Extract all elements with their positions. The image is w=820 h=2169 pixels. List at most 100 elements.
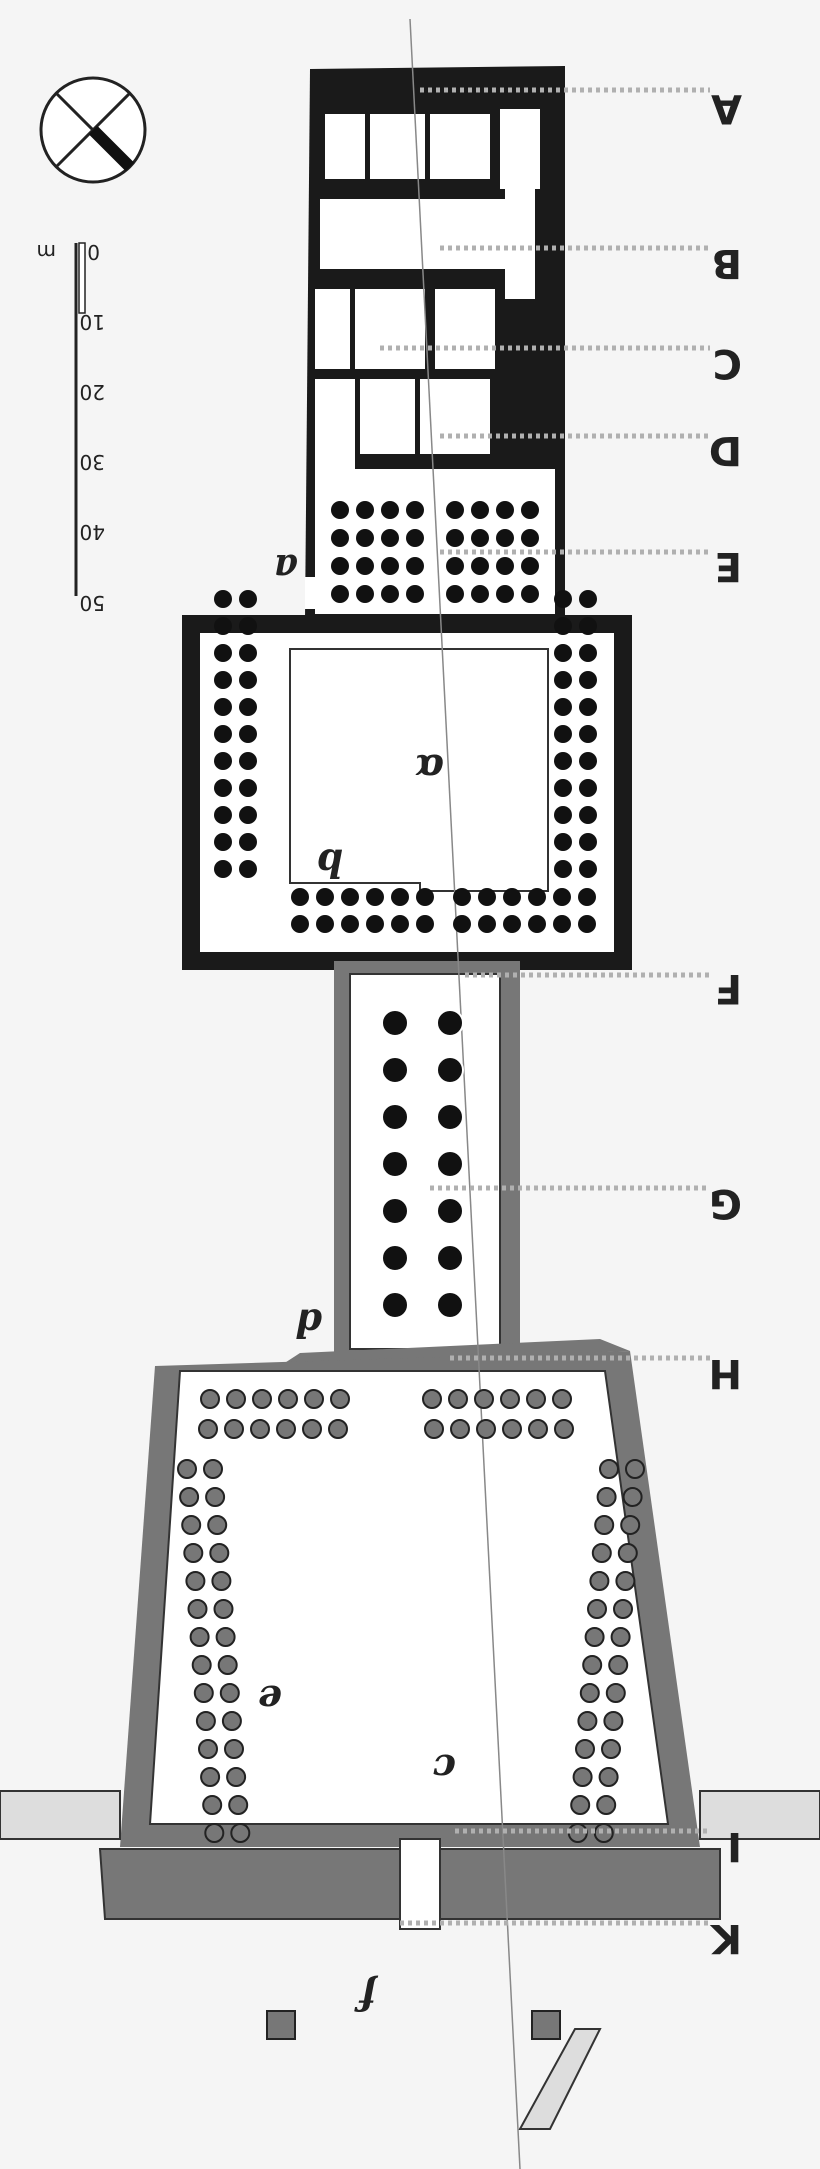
column-alpha <box>366 888 384 906</box>
column-e-court <box>215 1627 236 1647</box>
column-e <box>496 501 514 519</box>
column-alpha <box>579 698 597 716</box>
column-g <box>381 1009 409 1037</box>
column-e <box>521 501 539 519</box>
column-alpha <box>554 644 572 662</box>
column-e-court <box>278 1389 298 1409</box>
column-alpha <box>214 671 232 689</box>
column-e-court <box>221 1711 242 1731</box>
column-g <box>381 1197 409 1225</box>
column-alpha <box>214 617 232 635</box>
column-e <box>381 529 399 547</box>
column-alpha <box>554 752 572 770</box>
column-e <box>331 501 349 519</box>
column-e-court <box>596 1487 617 1507</box>
column-e-court <box>226 1389 246 1409</box>
column-alpha <box>453 888 471 906</box>
column-alpha <box>214 590 232 608</box>
column-e-court <box>599 1459 619 1479</box>
column-e-court <box>615 1571 636 1591</box>
column-e-court <box>579 1683 600 1703</box>
column-g <box>381 1103 409 1131</box>
column-e-court <box>198 1739 218 1759</box>
scale-tick-10: 10 <box>80 310 105 334</box>
label-d: D <box>709 427 742 473</box>
court-e <box>120 1339 700 1847</box>
column-alpha <box>416 915 434 933</box>
column-alpha <box>553 888 571 906</box>
column-alpha <box>239 671 257 689</box>
column-e <box>471 557 489 575</box>
column-e-court <box>554 1419 574 1439</box>
column-alpha <box>554 725 572 743</box>
label-e: E <box>715 543 742 589</box>
column-e-court <box>450 1419 470 1439</box>
column-e-court <box>207 1515 228 1535</box>
columns-layer <box>177 501 645 1843</box>
column-e-court <box>601 1739 621 1759</box>
sanctuary-block <box>305 66 565 619</box>
column-e-court <box>620 1515 641 1535</box>
column-e-court <box>177 1459 197 1479</box>
column-e-court <box>276 1419 296 1439</box>
column-alpha <box>341 888 359 906</box>
column-g <box>436 1244 464 1272</box>
column-alpha <box>239 806 257 824</box>
column-g <box>381 1056 409 1084</box>
column-alpha <box>503 915 521 933</box>
column-alpha <box>214 698 232 716</box>
column-alpha <box>214 725 232 743</box>
column-e-court <box>302 1419 322 1439</box>
room-label-alpha: α <box>415 746 444 791</box>
column-alpha <box>239 617 257 635</box>
column-e-court <box>179 1487 200 1507</box>
column-e-court <box>570 1795 591 1815</box>
column-e <box>356 501 374 519</box>
column-e-court <box>528 1419 548 1439</box>
column-e-court <box>594 1515 615 1535</box>
column-e-court <box>200 1389 220 1409</box>
scale-unit: m <box>37 240 56 264</box>
column-e-court <box>250 1419 270 1439</box>
section-labels: A B C D E F G H I K <box>709 85 742 1961</box>
column-e <box>496 529 514 547</box>
column-alpha <box>554 617 572 635</box>
column-e-court <box>622 1487 643 1507</box>
column-alpha <box>579 617 597 635</box>
column-e <box>406 529 424 547</box>
column-e <box>496 585 514 603</box>
column-alpha <box>478 888 496 906</box>
column-alpha <box>554 833 572 851</box>
column-alpha <box>214 860 232 878</box>
column-g <box>436 1009 464 1037</box>
column-e-court <box>230 1823 251 1843</box>
avenue-k <box>266 18 602 2169</box>
column-e-court <box>219 1683 240 1703</box>
compass-icon <box>39 76 147 184</box>
column-e-court <box>605 1683 626 1703</box>
column-alpha <box>239 833 257 851</box>
column-g <box>436 1103 464 1131</box>
column-alpha <box>239 725 257 743</box>
column-alpha <box>239 698 257 716</box>
column-e <box>471 529 489 547</box>
column-e-court <box>203 1459 223 1479</box>
column-e-court <box>502 1419 522 1439</box>
room-label-c: c <box>433 1746 456 1791</box>
column-e-court <box>625 1459 645 1479</box>
column-e-court <box>582 1655 603 1675</box>
column-alpha <box>578 915 596 933</box>
column-e-court <box>181 1515 202 1535</box>
column-e-court <box>224 1739 244 1759</box>
column-e <box>446 585 464 603</box>
column-alpha <box>239 779 257 797</box>
colonnade-g <box>334 961 520 1381</box>
column-alpha <box>528 915 546 933</box>
column-e-court <box>448 1389 468 1409</box>
column-e <box>521 557 539 575</box>
column-e <box>331 585 349 603</box>
column-e-court <box>598 1767 619 1787</box>
column-e-court <box>552 1389 572 1409</box>
column-e-court <box>596 1795 617 1815</box>
